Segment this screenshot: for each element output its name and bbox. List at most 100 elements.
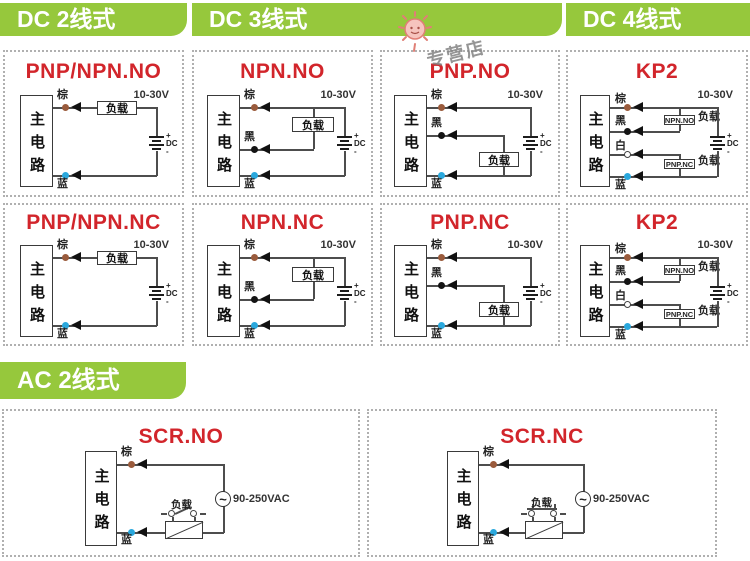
wire-black (610, 281, 680, 283)
load-label: 负载 (698, 305, 720, 317)
wire-arrow-icon (447, 130, 457, 140)
blue-terminal-dot (251, 172, 258, 179)
dc-battery-icon: + DC - (703, 132, 745, 156)
wire-right (344, 301, 346, 326)
wire-right (583, 506, 585, 533)
contact-circle (550, 510, 557, 517)
panel-title: SCR.NC (500, 425, 584, 448)
wire-arrow-icon (260, 170, 270, 180)
load-tap-wire (313, 132, 315, 149)
wire-label-brown: 棕 (615, 93, 626, 105)
wire-label-black: 黑 (615, 115, 626, 127)
badge-dc-2wire: DC 2线式 (0, 3, 187, 36)
wire-right (344, 151, 346, 176)
battery-plus: + (540, 281, 545, 290)
wire-label-black: 黑 (431, 267, 442, 279)
wire-label-brown: 棕 (483, 446, 494, 458)
voltage-label: 10-30V (320, 89, 356, 101)
panel-npn-nc: NPN.NC 主电路 负载 棕 黑 蓝 10-30V + DC - (192, 203, 373, 346)
black-terminal-dot (438, 282, 445, 289)
load-label: 负载 (531, 497, 552, 509)
wire-arrow-icon (633, 126, 643, 136)
wire-brown (240, 257, 345, 259)
load-tap-wire (313, 257, 315, 268)
load-label: 负载 (698, 155, 720, 167)
wire-label-white: 白 (615, 290, 626, 302)
wire-arrow-icon (71, 102, 81, 112)
wire-blue (240, 175, 345, 177)
wire-arrow-icon (71, 170, 81, 180)
contact-stub (172, 517, 174, 522)
voltage-label: 90-250VAC (233, 493, 290, 505)
brown-terminal-dot (624, 104, 631, 111)
wire-arrow-icon (447, 252, 457, 262)
main-circuit-label: 主电路 (454, 468, 472, 537)
blue-terminal-dot (438, 322, 445, 329)
wire-arrow-icon (633, 171, 643, 181)
main-circuit-label: 主电路 (215, 110, 232, 180)
wire-right (156, 257, 158, 287)
load-box: 负载 (479, 152, 519, 167)
panel-kp2-top: KP2 主电路 NPN.NO 负载 PNP.NC 负载 棕 黑 白 蓝 10-3… (566, 50, 748, 197)
battery-dc-label: DC (354, 289, 366, 298)
wire-arrow-icon (633, 321, 643, 331)
battery-dc-label: DC (540, 139, 552, 148)
panel-kp2-bottom: KP2 主电路 NPN.NO 负载 PNP.NC 负载 棕 黑 白 蓝 10-3… (566, 203, 748, 346)
battery-minus: - (540, 147, 543, 156)
badge-dc-3wire: DC 3线式 (192, 3, 562, 36)
wire-label-black: 黑 (615, 265, 626, 277)
wire-brown (610, 107, 717, 109)
load-label: 负载 (302, 269, 324, 282)
battery-minus: - (540, 297, 543, 306)
wire-label-black: 黑 (244, 281, 255, 293)
main-circuit-box: 主电路 (207, 95, 240, 187)
voltage-label: 10-30V (697, 89, 733, 101)
wire-brown (427, 257, 531, 259)
contact-tick (532, 504, 534, 509)
wire-right (156, 107, 158, 137)
diagonal-line (525, 521, 564, 540)
main-circuit-box: 主电路 (447, 451, 479, 546)
tag-label: PNP.NC (665, 309, 694, 319)
tag-label: PNP.NC (665, 159, 694, 169)
load-label: 负载 (698, 261, 720, 273)
ac-source-icon: ~ (575, 491, 591, 507)
wire-black (427, 285, 505, 287)
voltage-label: 10-30V (507, 239, 543, 251)
voltage-label: 10-30V (697, 239, 733, 251)
wire-label-blue: 蓝 (57, 328, 68, 340)
wire-brown (610, 257, 717, 259)
main-circuit-box: 主电路 (580, 245, 610, 337)
load-label: 负载 (106, 103, 128, 115)
wire-right (717, 107, 719, 137)
wire-white (610, 154, 680, 156)
wire-blue (610, 176, 717, 178)
main-circuit-label: 主电路 (402, 260, 419, 330)
load-tap-wire (679, 304, 681, 309)
wire-arrow-icon (260, 102, 270, 112)
wire-arrow-icon (633, 276, 643, 286)
load-label: 负载 (302, 119, 324, 132)
brown-terminal-dot (62, 104, 69, 111)
panel-title: PNP.NC (430, 211, 510, 234)
tag-label: NPN.NO (664, 115, 695, 125)
load-tap-wire (313, 282, 315, 299)
panel-title: PNP/NPN.NO (25, 60, 162, 83)
diagonal-line (165, 521, 204, 540)
wire-black (240, 299, 314, 301)
black-terminal-dot (251, 146, 258, 153)
battery-dc-label: DC (166, 139, 178, 148)
load-tap-wire (679, 107, 681, 115)
wire-arrow-icon (71, 252, 81, 262)
contact-tick (554, 504, 556, 509)
battery-minus: - (727, 297, 730, 306)
wire-brown (240, 107, 345, 109)
wire-label-blue: 蓝 (431, 178, 442, 190)
wire-arrow-icon (137, 527, 147, 537)
panel-title: PNP.NO (429, 60, 511, 83)
blue-terminal-dot (62, 322, 69, 329)
dc-battery-icon: + DC - (516, 281, 558, 306)
panel-pnp-nc: PNP.NC 主电路 负载 棕 黑 蓝 10-30V + DC - (380, 203, 560, 346)
panel-pnp-npn-nc: PNP/NPN.NC 主电路 负载 棕 蓝 10-30V + DC - (3, 203, 184, 346)
wire-blue (610, 326, 717, 328)
